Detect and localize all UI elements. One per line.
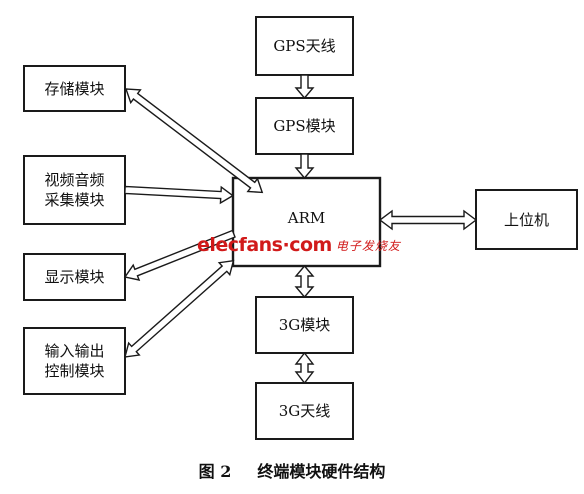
av-capture-module-label: 视频音频 采集模块 xyxy=(44,171,105,209)
host-computer-label: 上位机 xyxy=(503,210,549,229)
arrow-av-capture-to-arm xyxy=(124,185,235,205)
figure-number: 图 2 xyxy=(198,462,232,481)
storage-module-label: 存储模块 xyxy=(44,79,105,98)
watermark-logo-text: elecfans·com xyxy=(197,234,332,256)
display-module-label: 显示模块 xyxy=(44,268,105,286)
storage-module-box xyxy=(23,65,126,112)
av-capture-module-box xyxy=(23,155,126,225)
arrow-gps-module-to-arm xyxy=(294,153,315,180)
arrow-gps-antenna-to-gps-module xyxy=(294,74,315,100)
arrow-io-control-arm xyxy=(124,259,235,358)
io-control-module-label: 输入输出 控制模块 xyxy=(44,342,105,380)
antenna-3g-label: 3G天线 xyxy=(278,402,331,420)
antenna-3g-box xyxy=(255,382,354,440)
display-module-box xyxy=(23,253,126,301)
elecfans-watermark: elecfans·com 电子发烧友 xyxy=(197,232,401,258)
arrow-3g-module-3g-antenna xyxy=(294,351,315,385)
gps-antenna-box xyxy=(255,16,354,76)
arrow-storage-arm xyxy=(124,88,264,194)
arrow-arm-host-computer xyxy=(378,209,478,231)
arrow-arm-3g-module xyxy=(294,264,315,299)
module-3g-label: 3G模块 xyxy=(278,316,331,334)
gps-antenna-label: GPS天线 xyxy=(273,37,336,55)
figure-caption: 图 2 终端模块硬件结构 xyxy=(0,458,584,482)
gps-module-label: GPS模块 xyxy=(273,117,336,135)
io-control-module-box xyxy=(23,327,126,395)
arm-label: ARM xyxy=(287,209,326,227)
arrow-arm-to-display xyxy=(123,229,236,281)
watermark-subtext: 电子发烧友 xyxy=(335,238,401,253)
figure-title: 终端模块硬件结构 xyxy=(257,462,386,481)
gps-module-box xyxy=(255,97,354,155)
